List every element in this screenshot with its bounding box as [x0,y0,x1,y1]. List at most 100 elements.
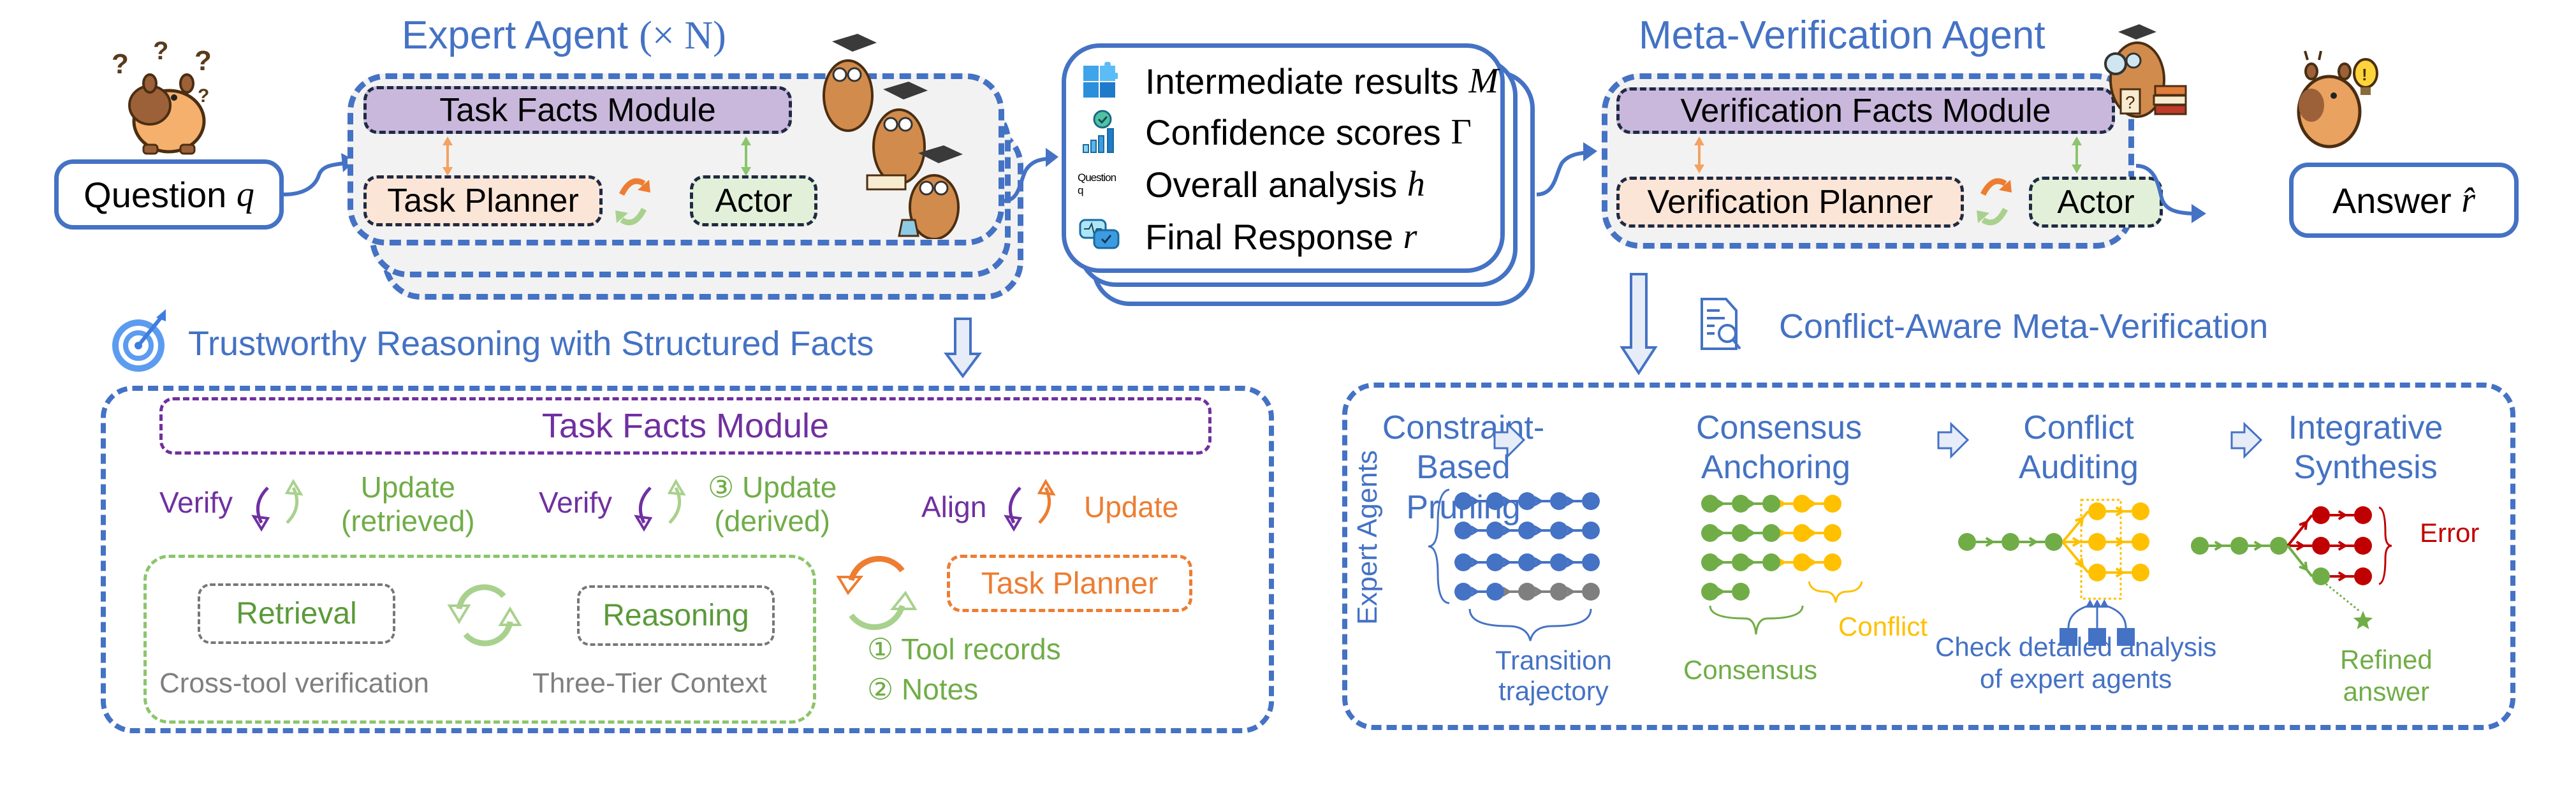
trajectory-node [1582,583,1600,601]
trajectory-node [1454,583,1472,601]
edge-arrowhead [1533,525,1544,536]
trajectory-node [1701,495,1719,513]
edge-arrowhead [2338,510,2348,520]
down-arrow-left-icon [944,318,982,379]
edge-arrowhead [2072,537,2082,547]
trajectory-node [2354,537,2372,555]
edge-arrowhead [2338,541,2348,551]
trajectory-node [1582,492,1600,510]
trajectory-node [1550,522,1568,539]
orange-double-arrow-icon [443,136,453,176]
task-planner[interactable]: Task Planner [363,175,603,226]
trajectory-node [1582,522,1600,539]
svg-text:?: ? [153,37,168,65]
right-panel-heading: Conflict-Aware Meta-Verification [1779,307,2269,346]
edge-arrowhead [1470,496,1480,506]
verification-planner[interactable]: Verification Planner [1616,177,1964,228]
svg-text:!: ! [2362,65,2367,84]
edge-arrowhead [2115,567,2125,578]
conflict-highlight-box [2080,499,2122,600]
align-label: Align [921,490,987,523]
brace [1808,581,1863,603]
edge-arrowhead [2115,506,2125,516]
trajectory-node [1550,492,1568,510]
green-double-arrow-icon [741,136,751,176]
trajectory-node [1486,522,1504,539]
audit-arrow [2105,604,2127,629]
trajectory-node [2312,506,2330,524]
edge-arrowhead [1502,496,1512,506]
retrieval-reasoning-cycle-icon [447,584,522,647]
edge-arrowhead [2253,541,2264,551]
edge-arrowhead [1470,525,1480,536]
trajectory-node [2002,533,2019,551]
edge-arrowhead [1565,496,1576,506]
conflict-label: Conflict [1838,611,1928,641]
trajectory-node [2312,567,2330,585]
trajectory-node [1454,522,1472,539]
expert-square [2088,628,2106,646]
brace [2378,506,2392,585]
edge-arrowhead [1565,525,1576,536]
answer-box[interactable]: Answer r̂ [2289,163,2519,238]
brace [1468,608,1592,641]
swap-arrows-icon-3 [1004,479,1056,532]
update-label-orange: Update [1084,490,1179,523]
trajectory-node [1486,583,1504,601]
trajectory-node [1732,495,1750,513]
trajectory-node [1486,492,1504,510]
scholar-capybaras-icon [823,34,963,239]
trajectory-node [2230,537,2248,555]
task-planner-panel[interactable]: Task Planner [947,555,1192,612]
actor[interactable]: Actor [690,175,817,226]
update-retrieved-label: Update(retrieved) [341,471,475,537]
retrieval-box[interactable]: Retrieval [198,583,395,644]
edge-arrowhead [1533,557,1544,567]
trajectory-node [2132,564,2149,581]
trajectory-node [1518,522,1536,539]
task-facts-module[interactable]: Task Facts Module [363,86,792,134]
arrow-meta-to-answer [2135,164,2206,223]
stage-arrow-icon-1 [1493,421,1526,459]
trajectory-node [2354,506,2372,524]
outputs-card [1062,43,1505,273]
trajectory-node [1762,553,1780,571]
edge-arrowhead [2075,516,2084,526]
output-intermediate-results: Intermediate results M [1078,59,1498,103]
idea-capybara-icon: ! [2297,50,2378,149]
question-label: Question [84,174,227,215]
trajectory-node [1518,583,1536,601]
trajectory-node [1824,495,1841,513]
left-panel [101,386,1274,733]
edge-arrowhead [2115,537,2125,547]
trajectory-node [1793,524,1811,542]
edge-arrowhead [2299,561,2308,572]
trajectory-node [1762,495,1780,513]
right-panel [1342,383,2515,730]
trajectory-node [2088,533,2106,551]
task-facts-module-panel[interactable]: Task Facts Module [159,397,1211,455]
trajectory-node [2088,564,2106,581]
edge-arrowhead [2295,541,2306,551]
expert-square [2117,628,2135,646]
trajectory-node [2088,502,2106,520]
trajectory-node [1732,583,1750,601]
down-arrow-right-icon [1620,273,1658,376]
question-box[interactable]: Question q [54,159,284,230]
edge-arrowhead [2338,571,2348,581]
trajectory-edge [2287,514,2313,547]
meta-actor[interactable]: Actor [2029,177,2163,228]
output-confidence-scores: Confidence scores Γ [1078,110,1472,154]
trajectory-node [1824,553,1841,571]
trajectory-node [2045,533,2063,551]
trajectory-node [2270,537,2288,555]
trajectory-node [2132,502,2149,520]
svg-text:?: ? [194,45,212,77]
stage-arrows [1493,421,2263,459]
verification-facts-module[interactable]: Verification Facts Module [1616,87,2115,134]
trajectory-node [1824,524,1841,542]
reasoning-box[interactable]: Reasoning [577,585,775,646]
output-final-response: Final Response r [1078,214,1417,259]
